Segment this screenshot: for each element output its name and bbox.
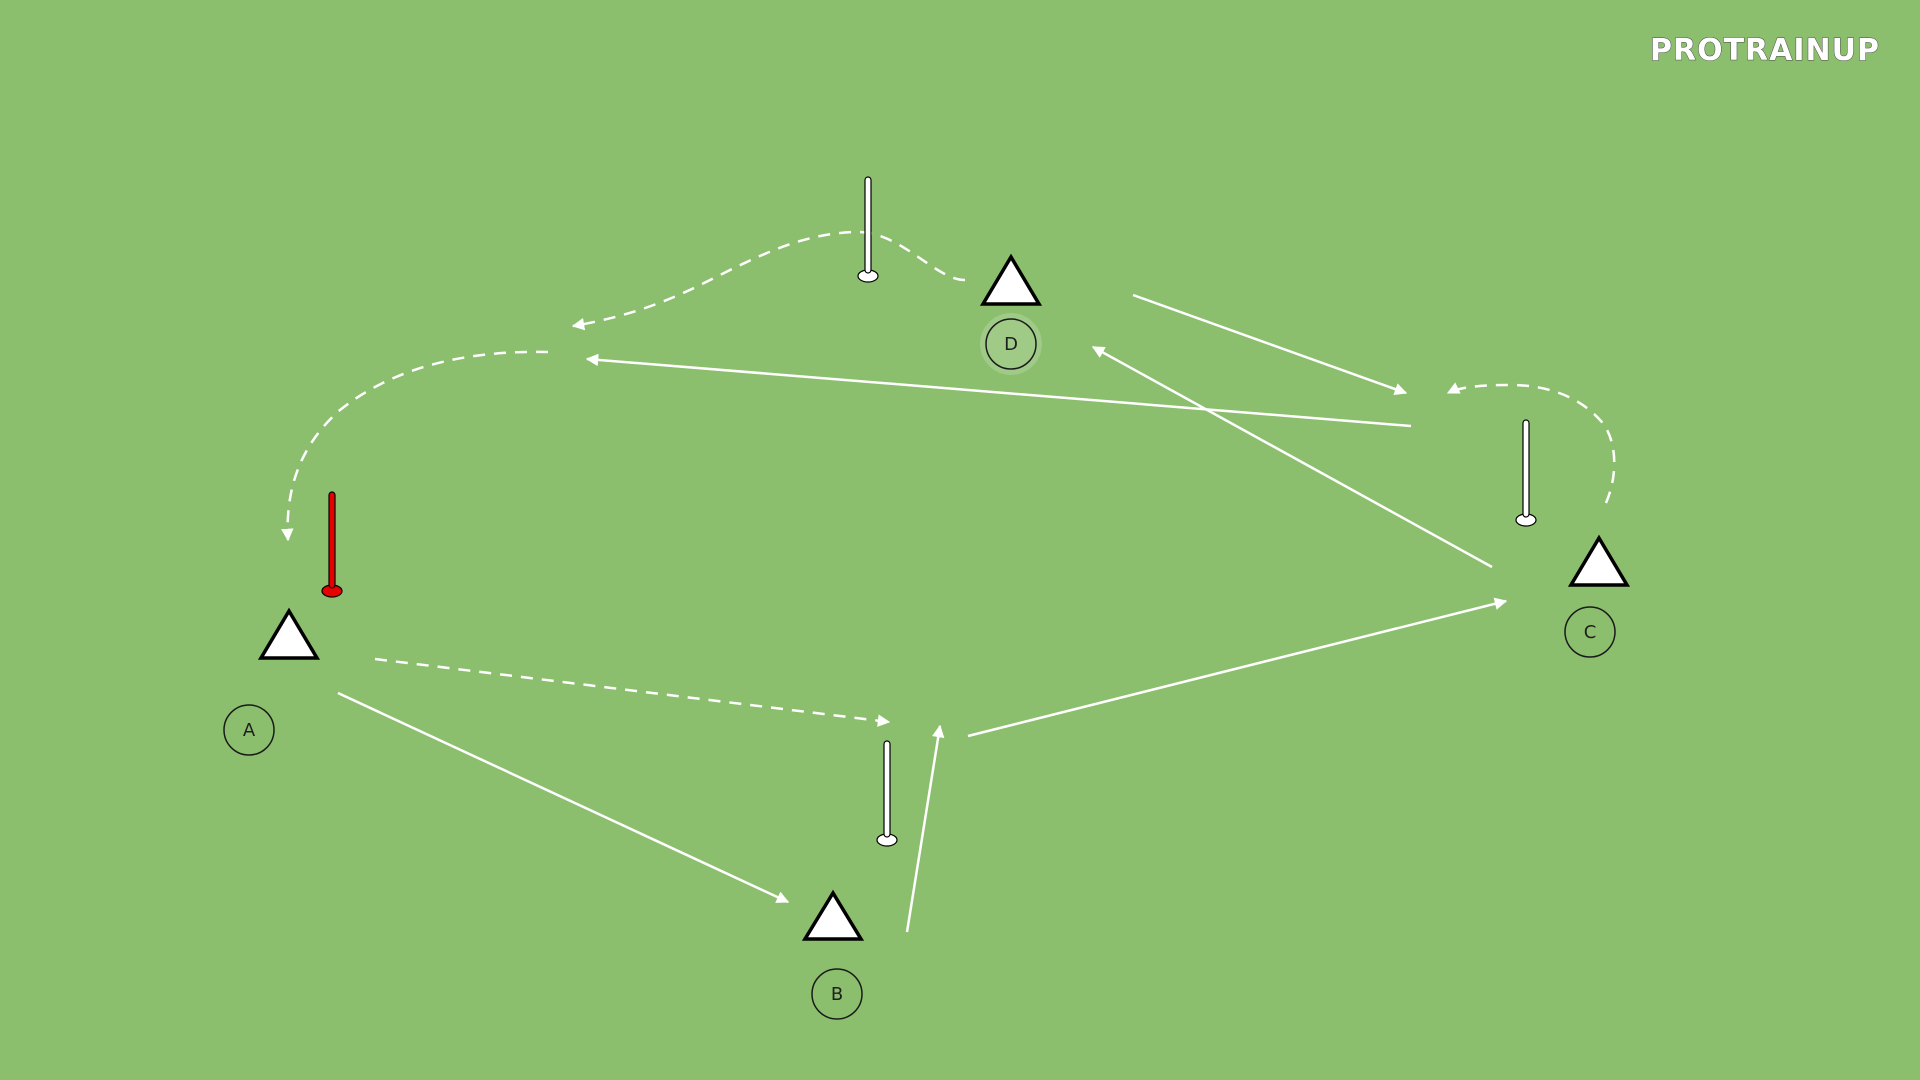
dashed-arrow-c-loop xyxy=(1446,382,1616,504)
dashed-arrow-curve-to-a xyxy=(281,350,549,542)
cone-b xyxy=(801,889,865,941)
cone-c xyxy=(1567,534,1631,587)
player-c-label: C xyxy=(1584,622,1597,643)
player-d[interactable]: D xyxy=(980,313,1042,375)
dashed-arrow-a-to-pole xyxy=(374,657,891,727)
player-b-label: B xyxy=(831,984,843,1005)
pole-red xyxy=(321,491,343,598)
arrow-c-to-d xyxy=(1091,345,1493,569)
arrow-right-to-left xyxy=(585,353,1412,428)
arrow-b-to-c xyxy=(967,597,1508,738)
dashed-arrow-d-over-pole xyxy=(571,230,966,331)
cone-d xyxy=(979,253,1043,306)
player-b[interactable]: B xyxy=(811,968,863,1020)
arrow-a-to-b xyxy=(337,691,790,904)
arrow-d-to-right xyxy=(1132,293,1408,396)
pole-bottom xyxy=(876,740,898,847)
cone-a xyxy=(257,607,321,660)
brand-logo: PROTRAINUP xyxy=(1650,33,1880,68)
player-c[interactable]: C xyxy=(1564,606,1616,658)
player-a-label: A xyxy=(243,720,256,741)
pole-top xyxy=(857,176,879,283)
pole-right xyxy=(1515,419,1537,527)
arrow-b-to-pole xyxy=(905,724,945,933)
player-a[interactable]: A xyxy=(223,704,275,756)
player-d-label: D xyxy=(1004,334,1018,355)
